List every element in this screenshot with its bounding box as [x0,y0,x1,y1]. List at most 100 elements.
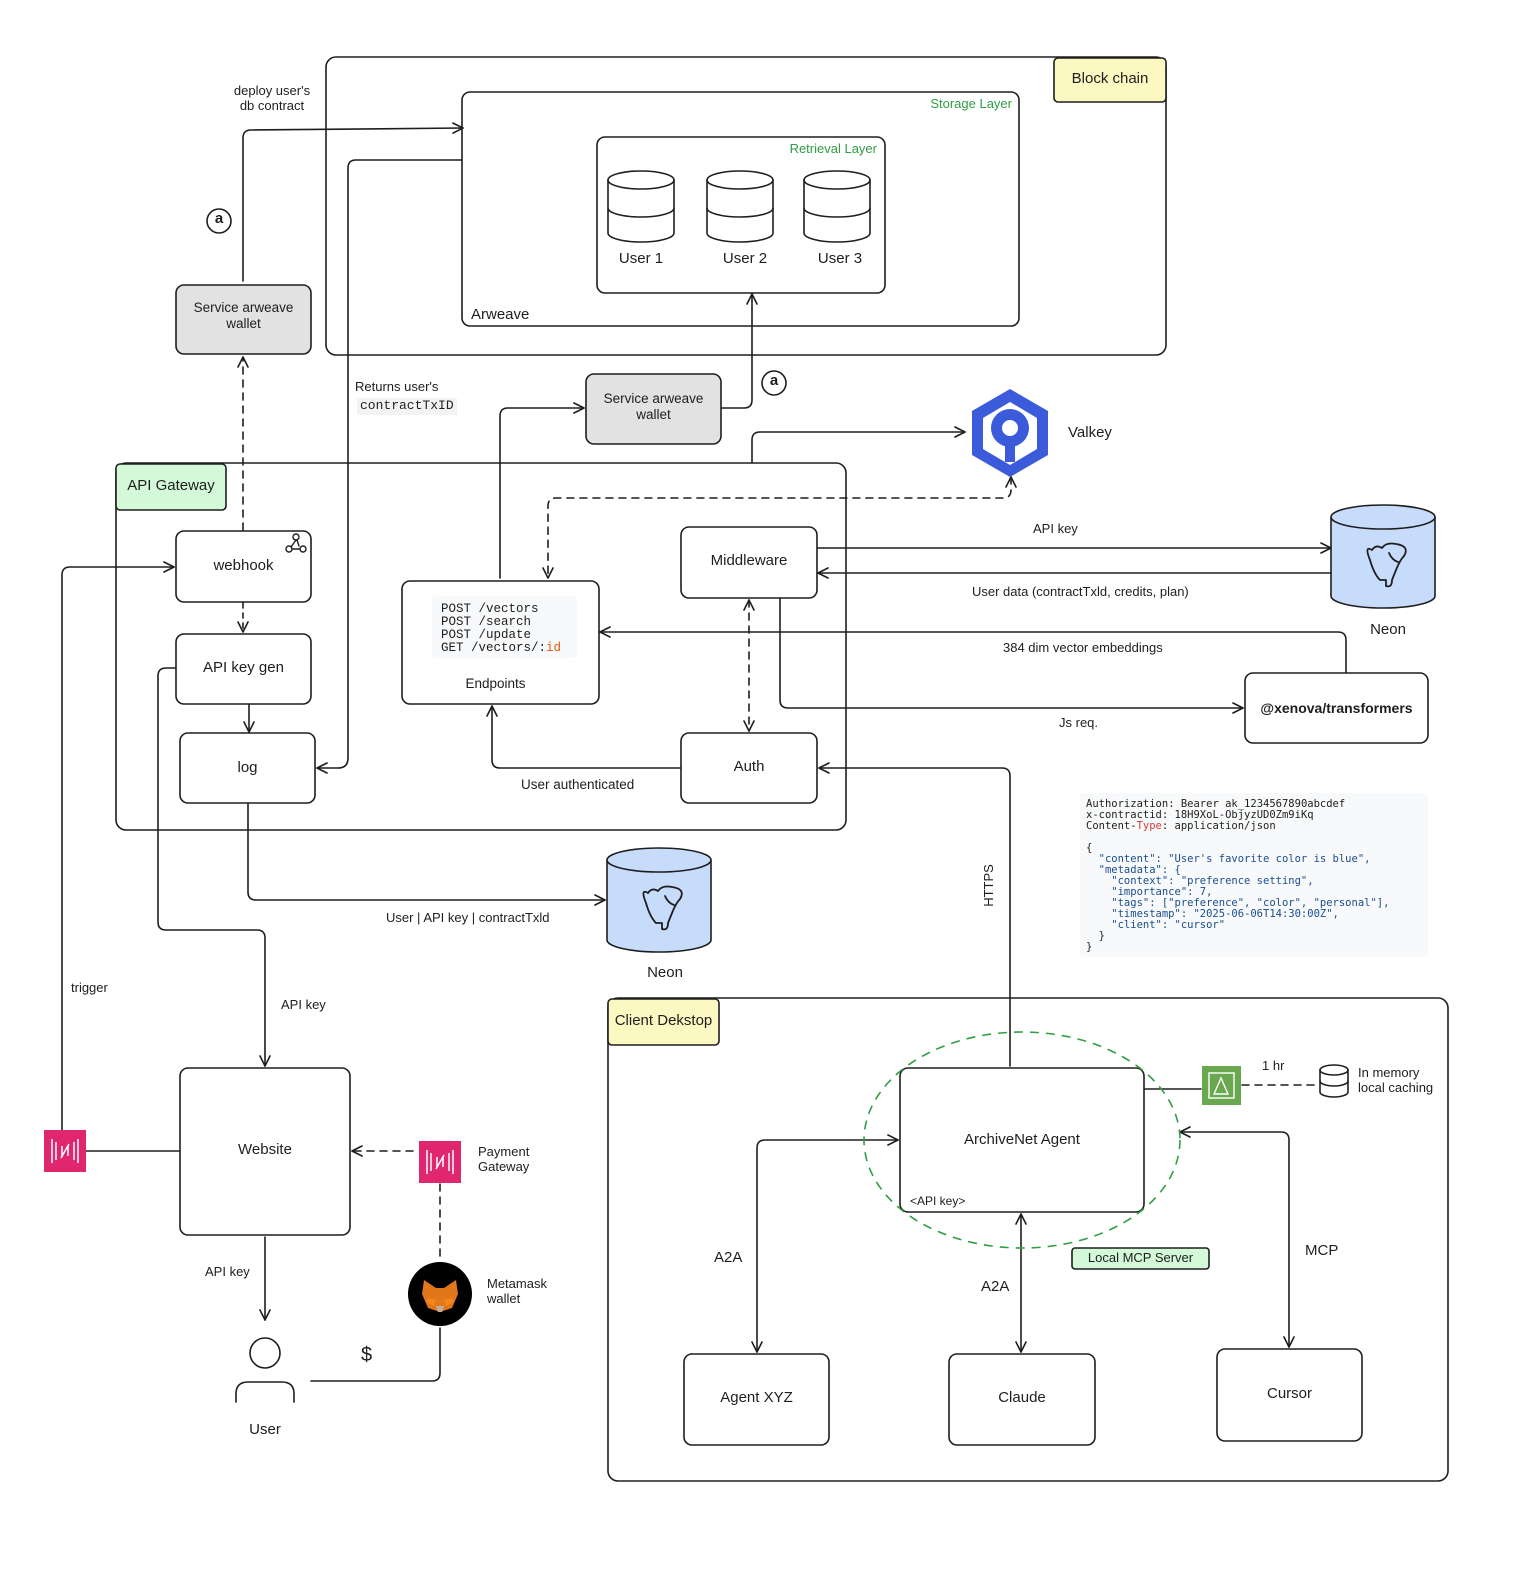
local-mcp-boundary [863,1031,1181,1249]
storage-layer-label: Storage Layer [930,96,1012,111]
neon-bottom-label: Neon [647,964,683,981]
aws-api-gateway-icon [44,1130,86,1172]
marker-a1: a [214,210,224,227]
neon-bottom-db-icon [606,847,712,953]
archivenet-agent-box [899,1067,1145,1213]
json-line-9: } [1086,941,1093,953]
log-box [179,732,316,804]
mcp-label: MCP [1305,1242,1339,1259]
header-contractid-key: x-contractid [1086,809,1162,821]
api-gateway-group [115,462,847,831]
embeddings-arrow [599,626,1347,673]
auth-box [680,732,818,804]
api-key-gen-box [175,633,312,705]
cache-service-icon [1202,1066,1241,1105]
website-label: Website [238,1141,292,1158]
json-line-7: "client": "cursor" [1086,919,1226,931]
a2a-left-label: A2A [714,1249,743,1266]
header-content-type-key-hl: Type [1136,820,1162,832]
webhook-label: webhook [213,557,274,574]
valkey-logo-icon [972,389,1048,477]
log-to-neon-arrow [247,803,606,906]
local-mcp-label: Local MCP Server [1087,1250,1194,1265]
api-key-website-label: API key [281,997,326,1012]
vector-embeddings-label: 384 dim vector embeddings [1003,640,1163,655]
user-to-metamask-line [310,1327,441,1382]
one-hr-label: 1 hr [1262,1058,1285,1073]
user-icon [235,1337,295,1403]
auth-to-endpoints-arrow [486,705,681,769]
claude-box [948,1353,1096,1446]
payment-gateway-label: Payment Gateway [478,1144,530,1174]
blockchain-group [325,56,1167,356]
wallet-to-retrieval-arrow [721,293,758,409]
retrieval-layer-box [596,136,886,294]
agent-xyz-box [683,1353,830,1446]
user-3-db-icon [803,170,871,243]
endpoints-code-card [432,596,577,658]
deploy-label: deploy user's db contract [233,83,311,113]
webhook-box [175,530,312,603]
user-3-label: User 3 [817,250,863,267]
memory-cache-icon [1319,1064,1349,1098]
js-req-label: Js req. [1059,715,1099,730]
api-gateway-label: API Gateway [127,477,215,494]
endpoint-vectors-get-path: GET /vectors/: [441,641,547,655]
header-contractid: x-contractid: 18H9XoL-ObjyzUD0Zm9iKq [1086,809,1314,821]
api-gateway-tag [115,463,227,511]
mcp-arrow [1179,1126,1295,1348]
client-desktop-group [607,997,1449,1482]
endpoints-to-wallet-arrow [499,402,585,579]
returns-contract-arrow [316,159,463,774]
claude-label: Claude [998,1389,1046,1406]
cursor-box [1216,1348,1363,1442]
client-desktop-label: Client Dekstop [614,1012,713,1029]
json-line-1: "content": "User's favorite color is blu… [1086,853,1371,865]
archivenet-agent-label: ArchiveNet Agent [964,1131,1080,1148]
api-key-user-label: API key [205,1264,250,1279]
endpoint-vectors-post: POST /vectors [441,602,539,616]
https-arrow [818,762,1011,1067]
transformers-box [1244,672,1429,744]
log-to-neon-label: User | API key | contractTxld [386,910,550,925]
postgres-elephant-icon [1366,542,1407,588]
user-1-db-icon [607,170,675,243]
endpoint-vectors-get: GET /vectors/:id [441,641,561,655]
user-2-label: User 2 [722,250,768,267]
storage-layer-box [461,91,1020,327]
header-authorization-key: Authorization [1086,798,1169,810]
log-label: log [237,759,258,776]
https-label: HTTPS [980,864,996,907]
deploy-contract-arrow [242,122,464,282]
service-wallet-top-box [175,284,312,355]
blockchain-tag [1053,57,1167,103]
neon-top-label: Neon [1370,621,1406,638]
trigger-label: trigger [71,980,108,995]
user-label: User [249,1421,281,1438]
a2a-left-arrow [751,1134,899,1353]
valkey-label: Valkey [1068,424,1112,441]
keygen-to-website-arrow [157,667,271,1067]
json-line-0: { [1086,842,1093,854]
header-authorization-value: Bearer ak_1234567890abcdef [1174,798,1346,810]
returns-label: Returns user's [355,379,439,394]
arweave-label: Arweave [471,306,530,323]
valkey-endpoints-dashed [542,476,1017,579]
json-line-3: "context": "preference setting", [1086,875,1314,887]
marker-a2: a [769,372,779,389]
json-line-2: "metadata": { [1086,864,1181,876]
header-contractid-value: 18H9XoL-ObjyzUD0Zm9iKq [1168,809,1314,821]
trigger-arrow [61,561,175,1131]
endpoint-id-param: id [546,641,562,655]
transformers-label: @xenova/transformers [1260,700,1413,716]
service-wallet-mid-label: Service arweave wallet [603,391,704,422]
service-wallet-top-label: Service arweave wallet [193,300,294,331]
auth-label: Auth [733,758,765,775]
user-2-db-icon [706,170,774,243]
dollar-label: $ [361,1344,373,1366]
endpoint-update: POST /update [441,628,532,642]
payment-gateway-icon [419,1141,461,1183]
api-key-right-label: API key [1033,521,1078,536]
json-line-6: "timestamp": "2025-06-06T14:30:00Z", [1086,908,1339,920]
